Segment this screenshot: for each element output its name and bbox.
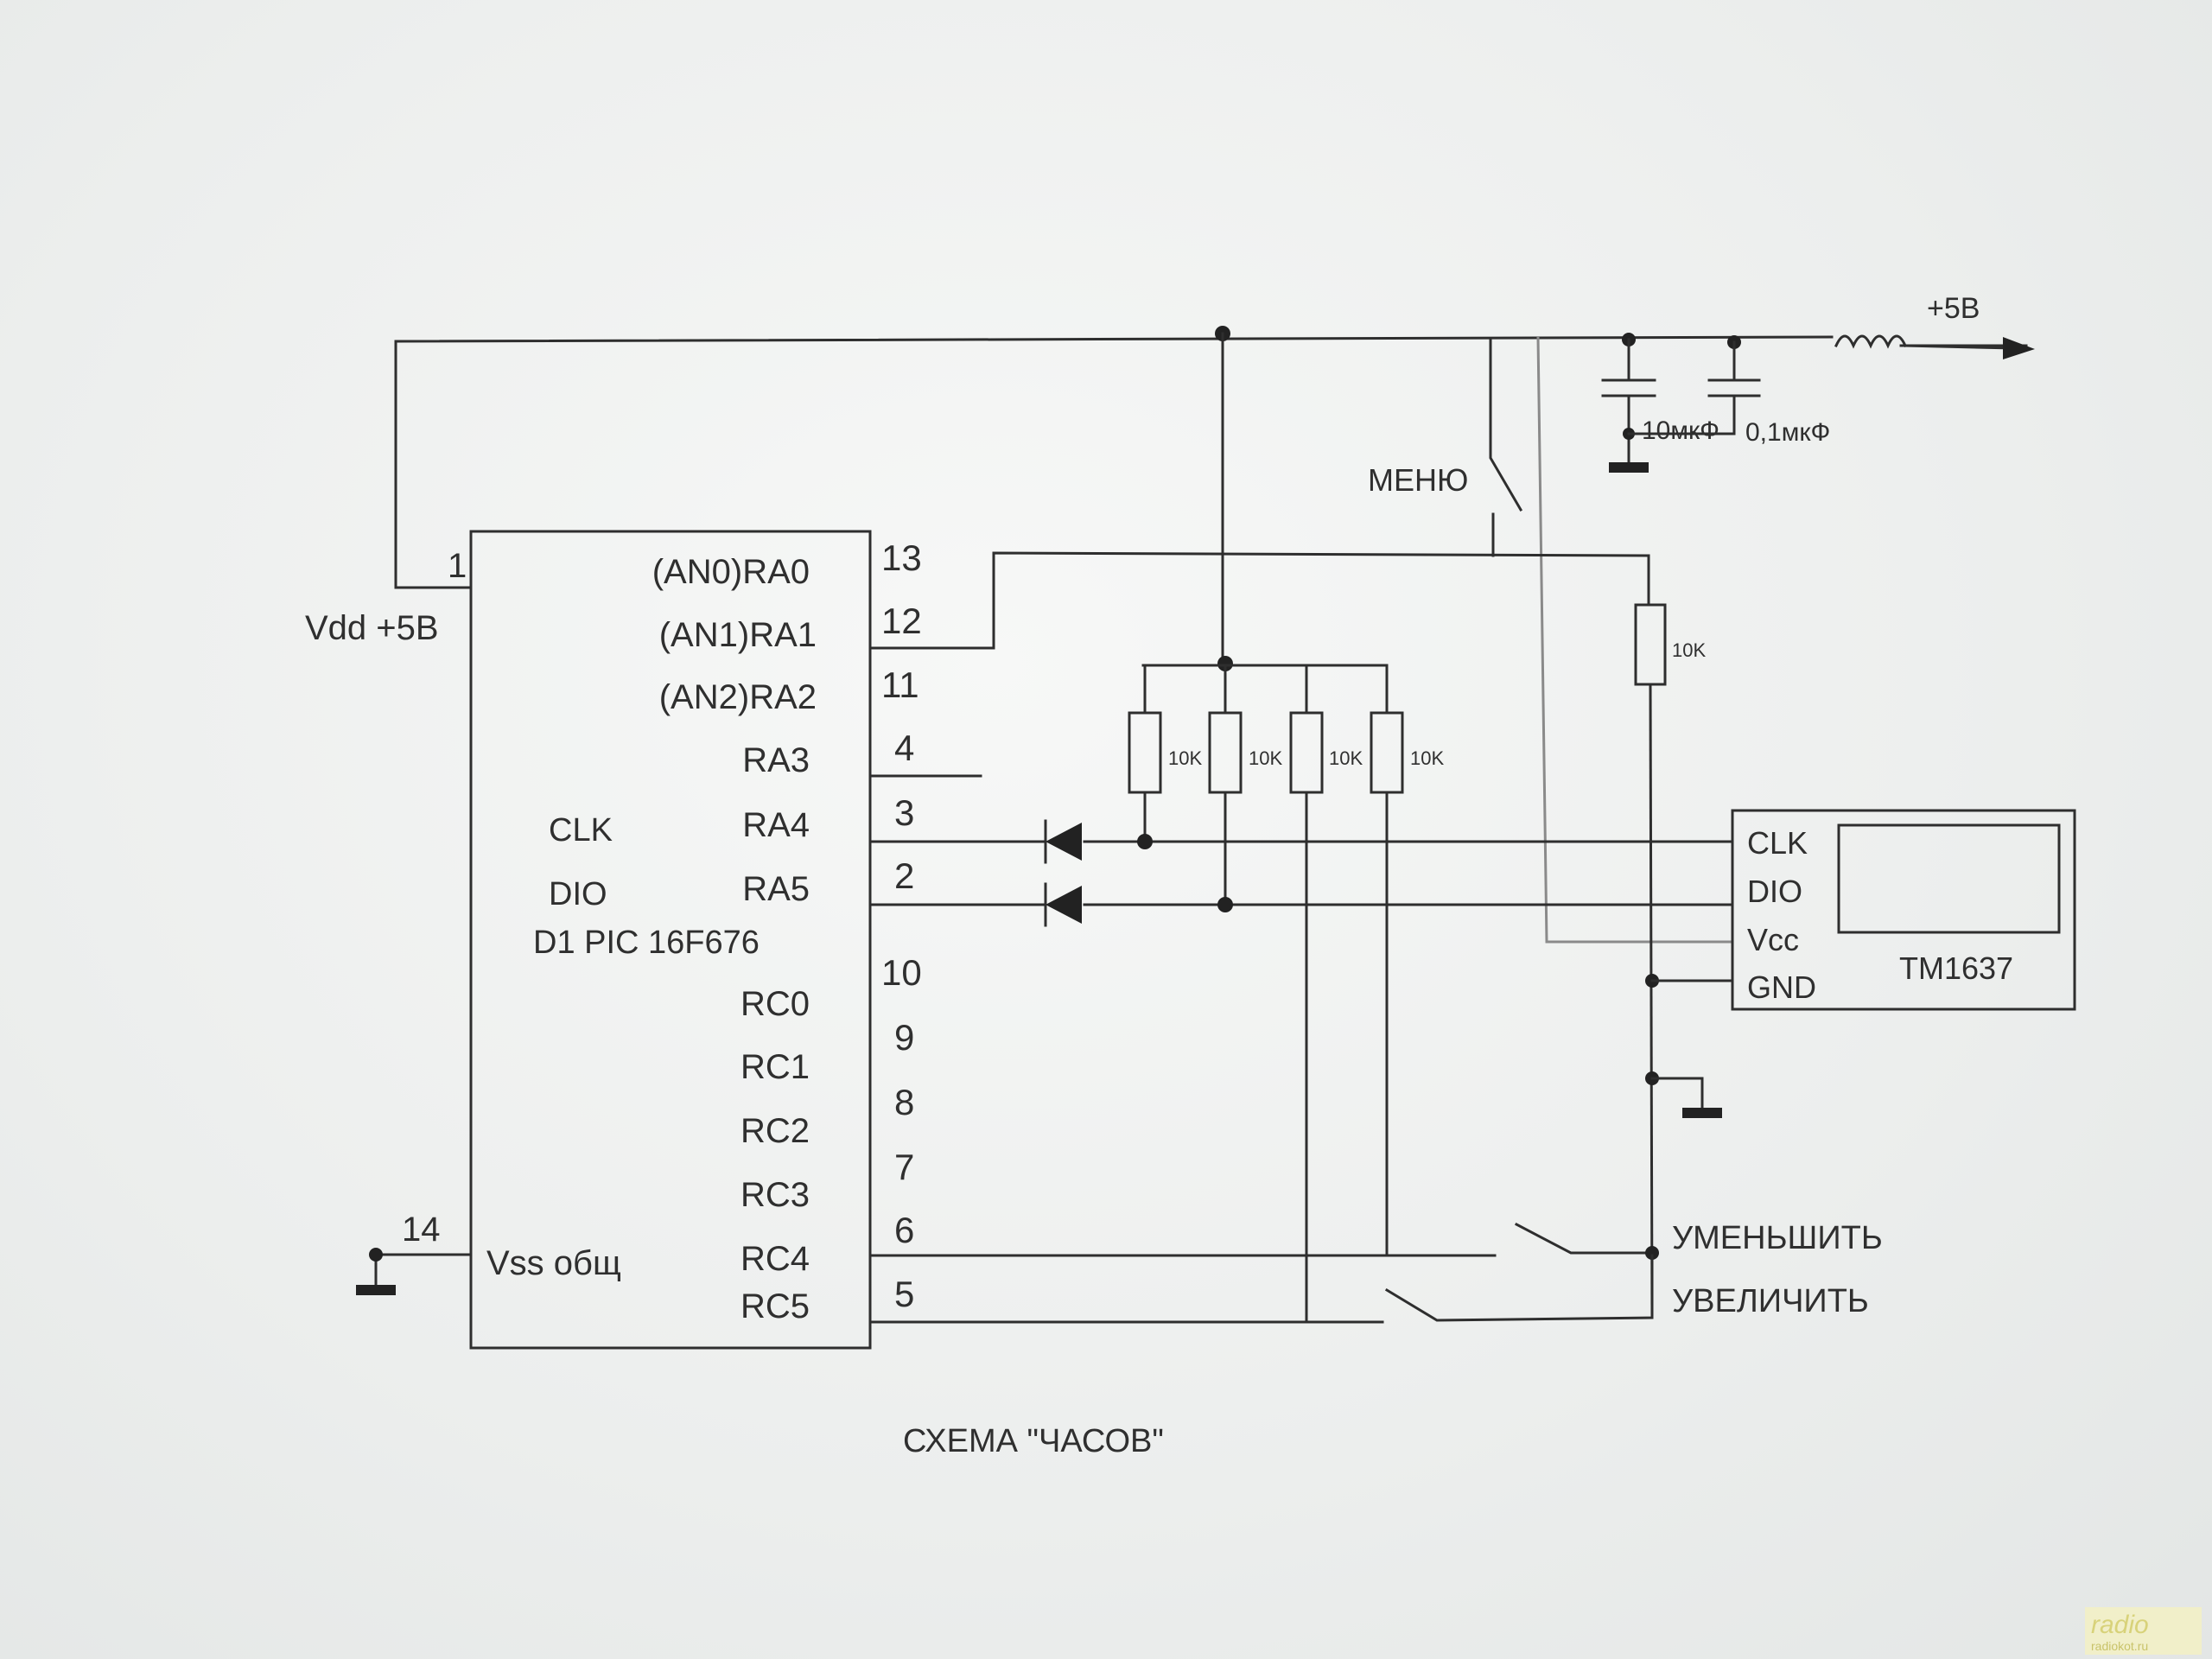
pin-num-8: 8 — [894, 1082, 914, 1122]
diode-clk-icon — [1044, 819, 1082, 864]
display-screen — [1837, 823, 2061, 934]
switch-decrease-label: УМЕНЬШИТЬ — [1672, 1220, 1883, 1256]
capacitor-label-1: 10мкФ — [1642, 416, 1719, 445]
vss-label: Vss общ — [486, 1244, 621, 1282]
pin-name-ra0: (AN0)RA0 — [652, 553, 810, 591]
supply-arrow-icon — [2003, 337, 2035, 359]
capacitor-10uf — [1601, 333, 1656, 473]
pin-num-2: 2 — [894, 855, 914, 896]
ground-icon — [356, 1285, 396, 1295]
pin-num-10: 10 — [881, 952, 922, 993]
pin-name-rc0: RC0 — [741, 985, 810, 1023]
resistor-bank — [1128, 664, 1404, 1324]
resistor-label-3: 10K — [1329, 747, 1363, 769]
pin-name-rc2: RC2 — [741, 1112, 810, 1150]
pin-name-rc1: RC1 — [741, 1048, 810, 1086]
ground-bus — [1649, 683, 1654, 1319]
resistor-label-1: 10K — [1168, 747, 1202, 769]
ra1-wire — [868, 551, 1650, 650]
mcu-name: D1 PIC 16F676 — [533, 925, 760, 961]
pin-name-ra1: (AN1)RA1 — [659, 616, 817, 654]
ground-icon-2 — [1682, 1108, 1722, 1118]
pin-num-11: 11 — [881, 664, 919, 705]
switch-increase — [868, 1254, 1654, 1324]
pin-num-13: 13 — [881, 537, 922, 578]
pin-numbers: 13 12 11 4 3 2 10 9 8 7 6 5 — [881, 537, 922, 1314]
pin-name-ra2: (AN2)RA2 — [659, 678, 817, 716]
vcc-wire — [1536, 336, 1732, 944]
pin-num-4: 4 — [894, 728, 914, 768]
display-pin-dio: DIO — [1747, 874, 1802, 909]
pin-name-rc5: RC5 — [741, 1287, 810, 1325]
watermark-text: radiokot.ru — [2091, 1639, 2148, 1653]
pin-names: (AN0)RA0 (AN1)RA1 (AN2)RA2 RA3 RA4 RA5 R… — [652, 553, 817, 1325]
power-rail — [394, 335, 2028, 589]
pin-name-rc3: RC3 — [741, 1176, 810, 1214]
mcu-body — [469, 530, 872, 1350]
vdd-label: Vdd +5В — [305, 609, 439, 647]
switch-decrease — [868, 1222, 1659, 1260]
display-pin-clk: CLK — [1747, 825, 1808, 861]
pin14-lead — [374, 1253, 473, 1289]
clk-label: CLK — [549, 812, 613, 849]
resistor-label-4: 10K — [1410, 747, 1444, 769]
dio-label: DIO — [549, 876, 607, 912]
pin-name-rc4: RC4 — [741, 1240, 810, 1278]
resistor-ra1 — [1634, 603, 1667, 686]
svg-text:radio: radio — [2091, 1611, 2149, 1639]
capacitor-01uf — [1627, 335, 1761, 435]
display-module — [1731, 809, 2076, 1011]
pin-num-12: 12 — [881, 601, 922, 641]
pin-num-9: 9 — [894, 1017, 914, 1058]
pin-num-5: 5 — [894, 1274, 914, 1314]
pin-num-7: 7 — [894, 1147, 914, 1187]
capacitor-label-2: 0,1мкФ — [1745, 418, 1830, 447]
pin-num-1: 1 — [448, 547, 467, 585]
display-pin-vcc: Vcc — [1747, 922, 1799, 957]
resistor-label-5: 10K — [1672, 639, 1706, 661]
pin-name-ra3: RA3 — [742, 741, 810, 779]
resistor-label-2: 10K — [1249, 747, 1282, 769]
supply-label: +5В — [1927, 292, 1980, 325]
pin-name-ra5: RA5 — [742, 870, 810, 908]
display-pin-gnd: GND — [1747, 969, 1816, 1005]
pin-num-3: 3 — [894, 792, 914, 833]
pin-num-6: 6 — [894, 1210, 914, 1250]
watermark-logo: radio radiokot.ru — [2085, 1607, 2202, 1655]
diagram-title: СХЕМА "ЧАСОВ" — [903, 1423, 1164, 1459]
diode-dio-icon — [1044, 882, 1082, 927]
menu-switch — [1489, 337, 1523, 557]
pin-name-ra4: RA4 — [742, 806, 810, 844]
inductor — [1834, 334, 2015, 350]
menu-switch-label: МЕНЮ — [1368, 462, 1468, 498]
pin-num-14: 14 — [402, 1211, 441, 1249]
display-name: TM1637 — [1899, 950, 2013, 986]
switch-increase-label: УВЕЛИЧИТЬ — [1672, 1283, 1869, 1319]
